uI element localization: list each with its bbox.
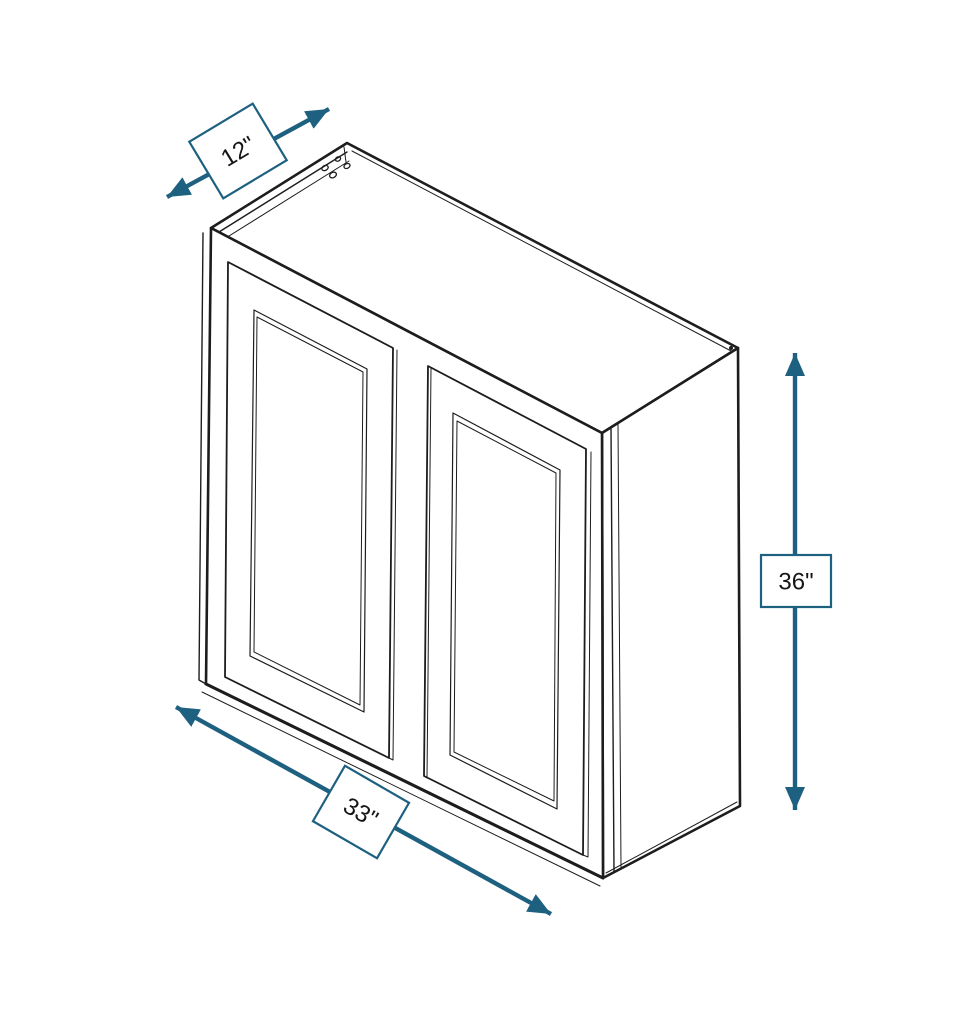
mounting-hole: [343, 162, 351, 170]
right-door-panel-frame: [449, 412, 561, 810]
height-dimension-label-box: 36": [759, 553, 833, 609]
cabinet-top-corner-pin: [343, 146, 347, 163]
cabinet-left-door: [224, 261, 398, 761]
width-label-box-border: [311, 764, 411, 860]
cabinet-top-back-inner-edge: [351, 150, 734, 353]
left-door-panel-bevel: [253, 316, 364, 706]
cabinet-right-door: [423, 365, 592, 858]
right-door-right-edge-thickness: [582, 451, 592, 858]
height-label-box-border: [759, 553, 833, 609]
mounting-hole: [328, 171, 338, 179]
right-door-panel-bevel: [453, 420, 557, 802]
height-dimension-label: 36": [778, 569, 813, 596]
cabinet-top-right-corner-mark: [729, 346, 733, 350]
dimension-annotations: 12" 33" 36": [165, 102, 833, 916]
depth-dimension-label-box: 12": [187, 102, 289, 200]
side-panel-front-joint-line: [610, 427, 615, 873]
mounting-hole: [334, 156, 342, 162]
side-panel-bottom-inner-edge: [605, 801, 738, 874]
depth-label-box-border: [187, 102, 289, 200]
left-door-outline: [224, 261, 394, 759]
side-panel-surface: [600, 346, 742, 880]
face-frame-left-inner-edge: [198, 232, 207, 685]
width-dimension-label-box: 33": [311, 764, 411, 860]
right-door-outline: [423, 365, 587, 856]
side-panel-front-joint-line-2: [617, 423, 622, 868]
cabinet-side-panel: [600, 346, 742, 880]
